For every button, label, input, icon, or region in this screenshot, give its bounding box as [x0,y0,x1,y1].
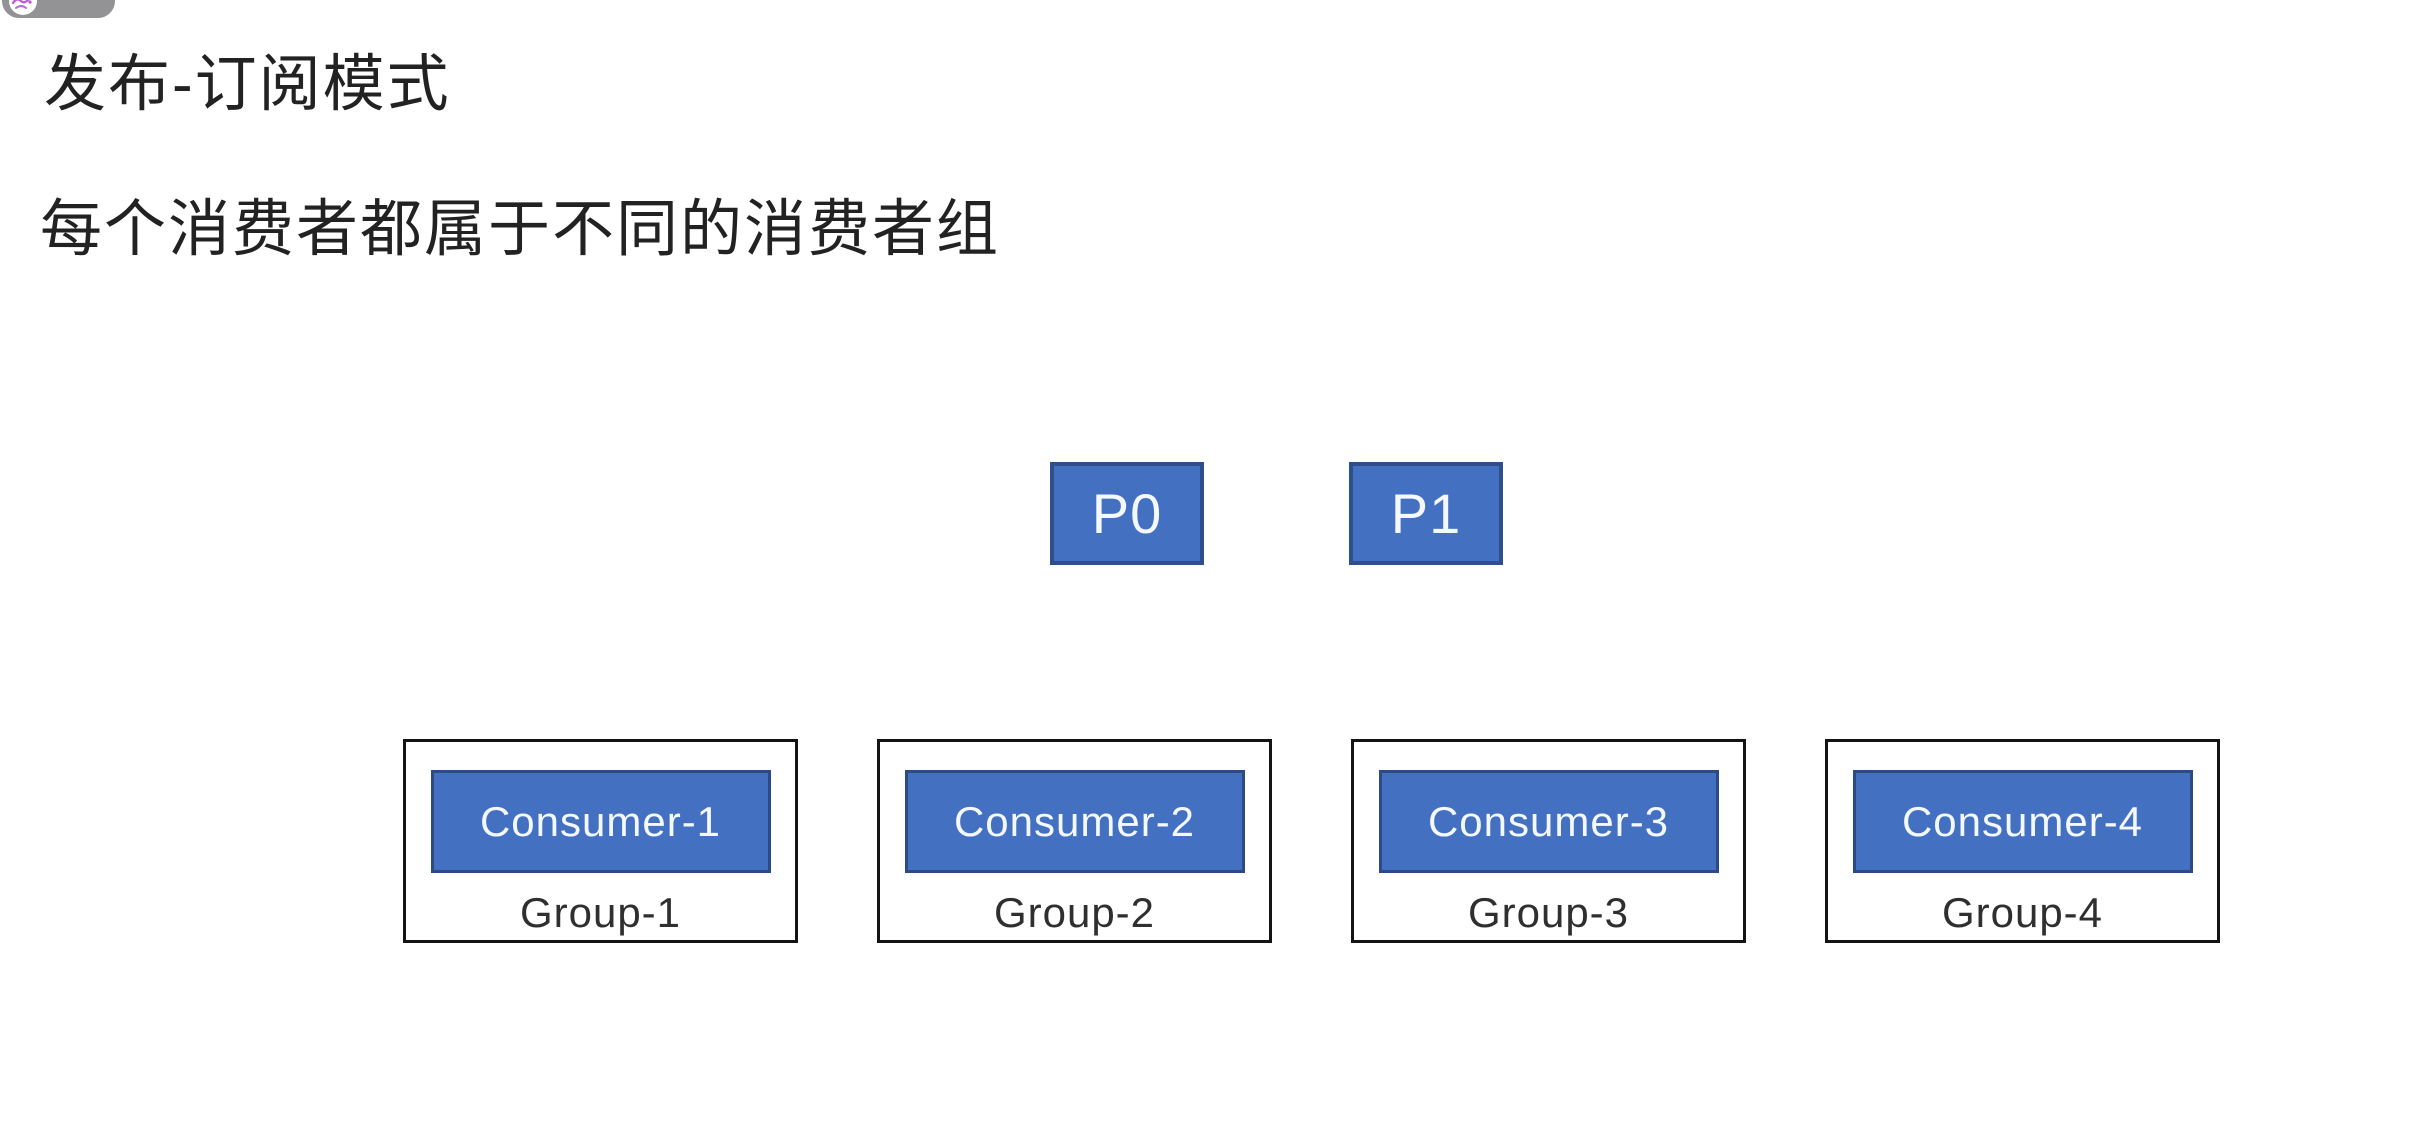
consumer-box-2: Consumer-2 [904,770,1245,873]
consumer-label-3: Consumer-3 [1427,797,1670,845]
watermark-badge [2,0,115,18]
consumer-box-4: Consumer-4 [1852,770,2193,873]
partition-label-p0: P0 [1091,482,1163,545]
group-label-3: Group-3 [1467,889,1630,936]
partition-box-p1: P1 [1349,462,1503,565]
group-box-2: Consumer-2 Group-2 [877,739,1272,943]
group-box-4: Consumer-4 Group-4 [1825,739,2220,943]
group-box-1: Consumer-1 Group-1 [403,739,798,943]
group-box-3: Consumer-3 Group-3 [1351,739,1746,943]
group-label-4: Group-4 [1941,889,2104,936]
slide-title: 发布-订阅模式 [44,50,451,119]
group-label-2: Group-2 [993,889,1156,936]
group-label-1: Group-1 [519,889,682,936]
consumer-box-1: Consumer-1 [430,770,771,873]
consumer-box-3: Consumer-3 [1378,770,1719,873]
partition-label-p1: P1 [1390,482,1462,545]
consumer-label-1: Consumer-1 [479,797,722,845]
consumer-label-4: Consumer-4 [1901,797,2144,845]
partition-box-p0: P0 [1050,462,1204,565]
slide-subtitle: 每个消费者都属于不同的消费者组 [40,195,1001,264]
consumer-label-2: Consumer-2 [953,797,1196,845]
avatar-logo-icon [9,0,37,15]
